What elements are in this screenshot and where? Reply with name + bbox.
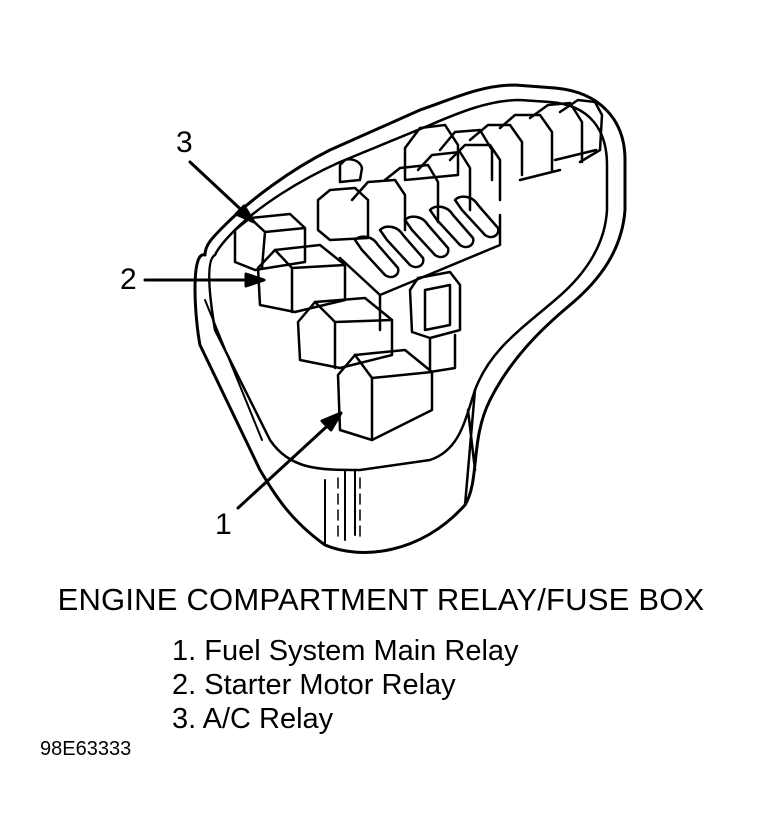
legend-item: 3. A/C Relay	[172, 703, 334, 735]
callout-label-1: 1	[215, 508, 232, 541]
leader-arrow-2	[143, 272, 266, 288]
box-housing-skirt	[204, 299, 356, 546]
connector-plug	[408, 270, 462, 374]
figure-id: 98E63333	[40, 738, 132, 760]
fuse-slots	[338, 195, 502, 332]
relay-fuse-box-illustration	[143, 83, 627, 554]
fuse-row-middle	[316, 143, 502, 242]
box-housing-outer	[193, 83, 627, 554]
relay-2-starter	[256, 243, 347, 314]
callout-label-2: 2	[120, 263, 137, 296]
box-housing-rim	[207, 98, 609, 472]
fuse-row-rear	[403, 98, 604, 182]
leader-arrow-3	[188, 160, 256, 224]
relay-1-fuel-main	[336, 348, 434, 442]
legend-item: 1. Fuel System Main Relay	[172, 635, 519, 667]
relay-3-ac	[233, 212, 307, 272]
relay-middle	[296, 296, 394, 370]
callout-label-3: 3	[176, 126, 193, 159]
legend-item: 2. Starter Motor Relay	[172, 669, 456, 701]
caption-title: ENGINE COMPARTMENT RELAY/FUSE BOX	[57, 582, 705, 617]
leader-arrow-1	[236, 411, 343, 510]
legend-list: 1. Fuel System Main Relay 2. Starter Mot…	[172, 634, 519, 736]
